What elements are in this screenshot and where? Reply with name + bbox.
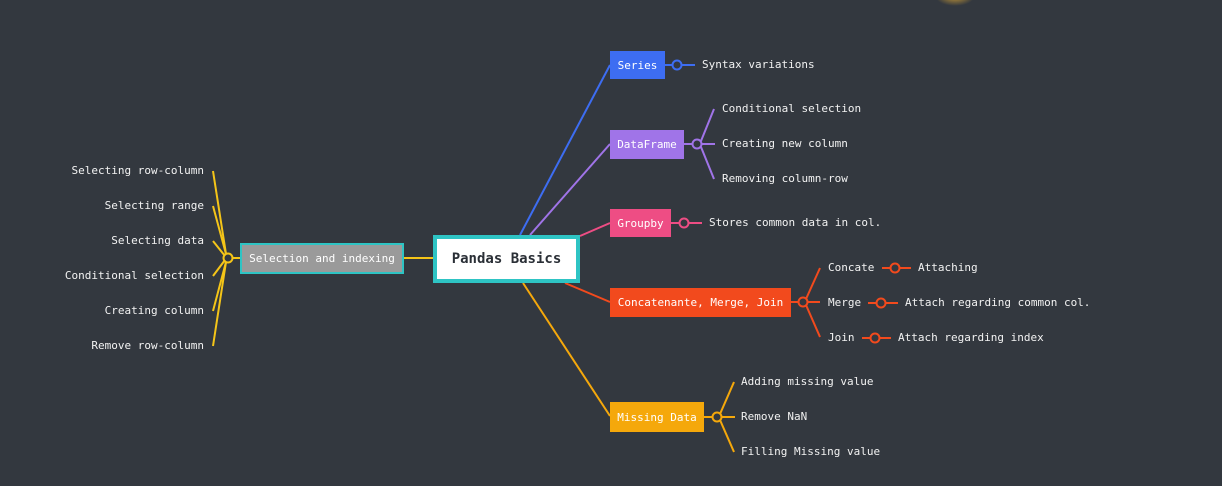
groupby-junction <box>678 217 690 229</box>
edge-root-concat <box>564 282 611 303</box>
selection-child-label[interactable]: Conditional selection <box>64 269 204 282</box>
edge-root-dataframe <box>529 143 611 236</box>
series-node[interactable]: Series <box>610 51 665 79</box>
selection-child-label[interactable]: Selecting row-column <box>71 164 204 177</box>
dataframe-junction <box>691 138 703 150</box>
concat-child-label[interactable]: Join <box>828 331 855 344</box>
missing-data-node[interactable]: Missing Data <box>610 402 704 432</box>
decorative-glow <box>935 0 975 6</box>
groupby-node[interactable]: Groupby <box>610 209 671 237</box>
missing-child-label[interactable]: Filling Missing value <box>741 445 881 458</box>
dataframe-child-label[interactable]: Removing column-row <box>722 172 848 185</box>
selection-child-label[interactable]: Selecting range <box>104 199 204 212</box>
selection-child-label[interactable]: Creating column <box>104 304 204 317</box>
concat-child-label[interactable]: Merge <box>828 296 862 309</box>
missing-child-label[interactable]: Remove NaN <box>741 410 808 423</box>
concat-grandchild-label[interactable]: Attach regarding common col. <box>905 296 1091 309</box>
selection-junction <box>222 252 234 264</box>
concat-grandchild-label[interactable]: Attach regarding index <box>898 331 1044 344</box>
series-junction <box>671 59 683 71</box>
edge-root-series <box>519 64 611 236</box>
selection-indexing-node[interactable]: Selection and indexing <box>240 243 404 274</box>
dataframe-node[interactable]: DataFrame <box>610 130 684 159</box>
concat-child-label[interactable]: Concate <box>828 261 875 274</box>
selection-child-label[interactable]: Selecting data <box>111 234 204 247</box>
concat-grandchild-label[interactable]: Attaching <box>918 261 978 274</box>
missing-child-label[interactable]: Adding missing value <box>741 375 874 388</box>
series-child-label[interactable]: Syntax variations <box>702 58 815 71</box>
concat-junction <box>797 296 809 308</box>
dataframe-child-label[interactable]: Conditional selection <box>722 102 862 115</box>
concat-merge-join-node[interactable]: Concatenante, Merge, Join <box>610 288 791 317</box>
edge-root-groupby <box>579 222 611 237</box>
root-node[interactable]: Pandas Basics <box>433 235 580 283</box>
dataframe-child-label[interactable]: Creating new column <box>722 137 848 150</box>
edge-root-missing <box>522 282 611 417</box>
missing-junction <box>711 411 723 423</box>
selection-child-label[interactable]: Remove row-column <box>91 339 204 352</box>
groupby-child-label[interactable]: Stores common data in col. <box>709 216 882 229</box>
